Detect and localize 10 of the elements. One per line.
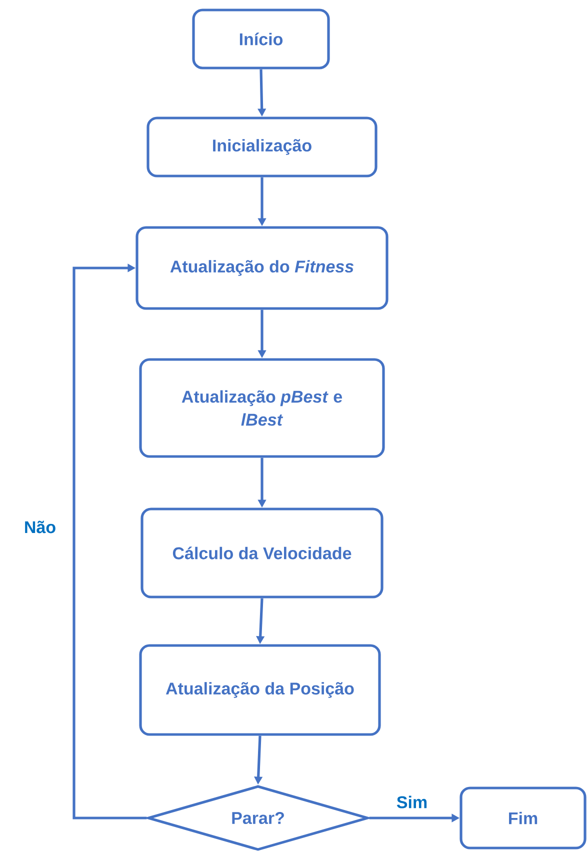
process-box: Inicialização [146, 116, 378, 178]
process-box: Fim [460, 786, 586, 850]
process-box: Atualização pBest e lBest [139, 358, 385, 458]
process-box: Início [192, 8, 330, 70]
edge-label: Sim [396, 796, 427, 808]
arrow [72, 264, 147, 820]
edge-label: Não [25, 520, 56, 534]
process-box: Cálculo da Velocidade [140, 508, 384, 598]
process-box: Atualização do Fitness [136, 226, 388, 310]
process-box: Atualização da Posição [139, 644, 381, 736]
